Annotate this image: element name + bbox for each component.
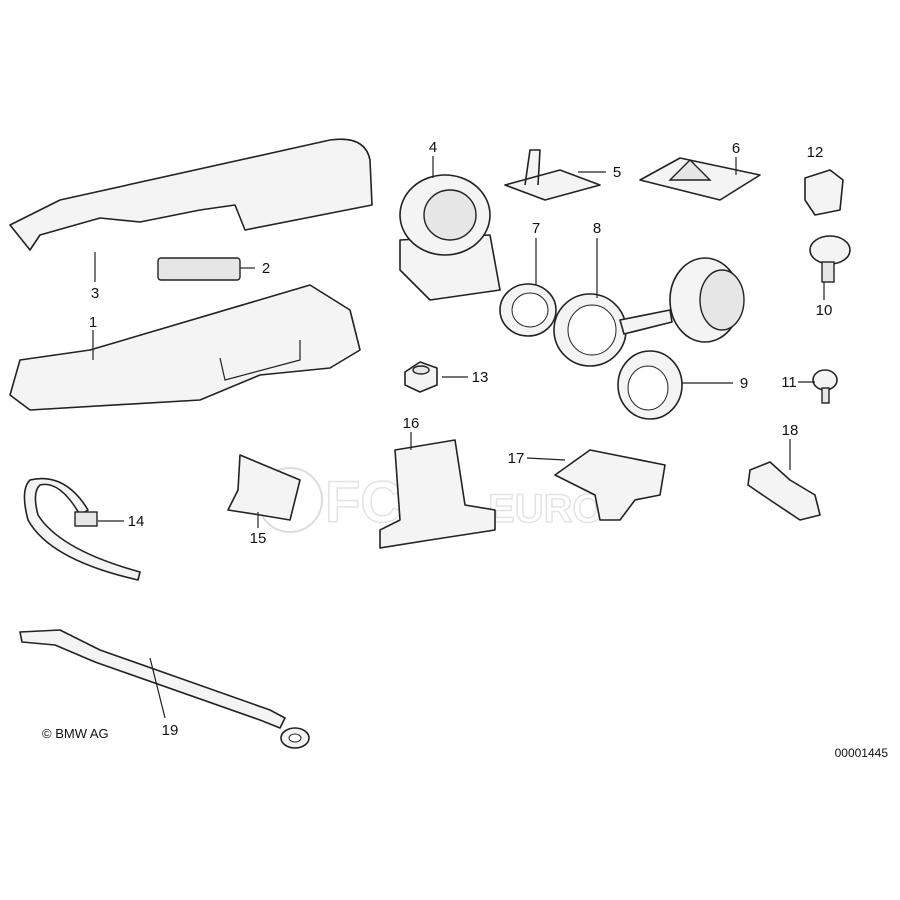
callout-8[interactable]: 8: [593, 220, 601, 237]
part-1-detail: [219, 340, 301, 381]
part-15-bracket[interactable]: [227, 454, 301, 521]
svg-text:EURO: EURO: [488, 487, 604, 531]
part-4-ignition-ring[interactable]: [399, 174, 501, 301]
part-16-bracket[interactable]: [379, 439, 496, 549]
part-14-cable-tie[interactable]: [23, 477, 141, 581]
callout-9[interactable]: 9: [740, 375, 748, 392]
callout-11[interactable]: 11: [781, 374, 797, 391]
callout-7[interactable]: 7: [532, 220, 540, 237]
callout-13[interactable]: 13: [472, 369, 489, 386]
callout-14[interactable]: 14: [128, 513, 145, 530]
part-8-knob[interactable]: [669, 257, 745, 343]
callout-2[interactable]: 2: [262, 260, 270, 277]
part-1-lower-shroud[interactable]: [9, 284, 361, 411]
callout-6[interactable]: 6: [732, 140, 740, 157]
callout-19[interactable]: 19: [162, 722, 179, 739]
part-19-ground-strap[interactable]: [19, 629, 310, 749]
part-18-boot[interactable]: [747, 461, 821, 521]
callout-18[interactable]: 18: [782, 422, 799, 439]
leader-lines: [92, 156, 825, 719]
callout-17[interactable]: 17: [508, 450, 525, 467]
callout-15[interactable]: 15: [250, 530, 267, 547]
copyright-notice: © BMW AG: [42, 726, 109, 741]
part-9-ring-nut[interactable]: [617, 350, 683, 420]
callout-10[interactable]: 10: [816, 302, 833, 319]
callout-5[interactable]: 5: [613, 164, 621, 181]
part-12-clip[interactable]: [804, 169, 844, 216]
part-17-holder[interactable]: [554, 449, 666, 521]
part-10-clamp[interactable]: [809, 235, 851, 283]
callout-12[interactable]: 12: [807, 144, 824, 161]
part-3-upper-shroud[interactable]: [9, 138, 373, 251]
part-8-gasket[interactable]: [553, 293, 673, 367]
callout-1[interactable]: 1: [89, 314, 97, 331]
document-id: 00001445: [834, 746, 888, 760]
callout-labels: 1 2 3 4 5 6 7 8 9 10 11 12 13 14 15 16 1…: [89, 139, 833, 739]
callout-3[interactable]: 3: [91, 285, 99, 302]
part-5-bracket[interactable]: [504, 149, 601, 201]
callout-4[interactable]: 4: [429, 139, 437, 156]
part-7-ring-nut[interactable]: [499, 283, 557, 337]
part-2-connector[interactable]: [157, 257, 241, 281]
part-11-clip[interactable]: [812, 369, 838, 404]
part-13-nut[interactable]: [404, 361, 438, 393]
callout-16[interactable]: 16: [403, 415, 420, 432]
part-6-frame[interactable]: [639, 157, 761, 201]
